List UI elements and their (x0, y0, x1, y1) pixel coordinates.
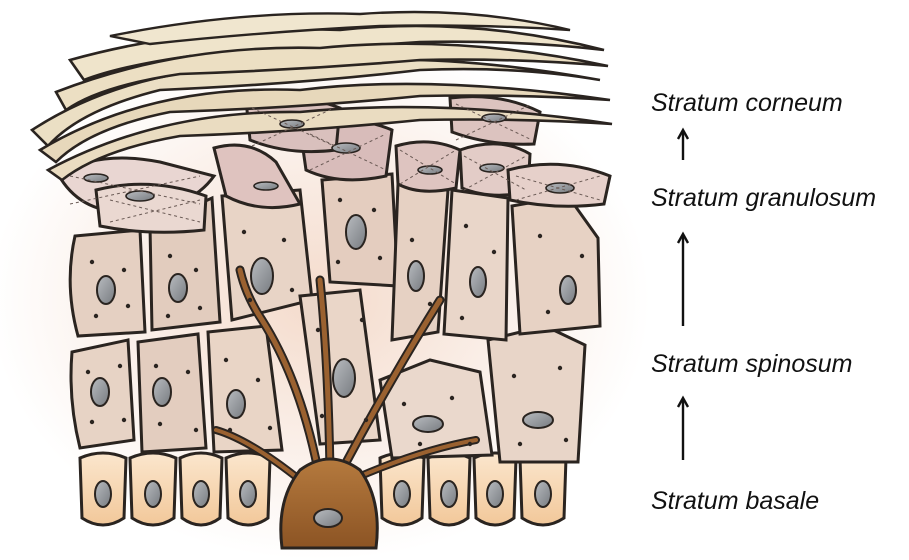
keratohyalin-granule (410, 238, 414, 242)
flattened-nucleus (126, 191, 154, 201)
keratohyalin-granule (194, 268, 198, 272)
basal-cell-nucleus (145, 481, 161, 507)
keratohyalin-granule (460, 316, 464, 320)
keratohyalin-granule (90, 260, 94, 264)
cell-nucleus (153, 378, 171, 406)
label-stratum-basale: Stratum basale (651, 489, 819, 514)
keratohyalin-granule (428, 302, 432, 306)
keratohyalin-granule (372, 208, 376, 212)
keratohyalin-granule (90, 420, 94, 424)
basal-cell-nucleus (487, 481, 503, 507)
keratohyalin-granule (126, 304, 130, 308)
keratohyalin-granule (320, 414, 324, 418)
progression-arrows (678, 130, 688, 460)
cell-nucleus (91, 378, 109, 406)
keratohyalin-granule (558, 366, 562, 370)
keratohyalin-granule (316, 328, 320, 332)
keratohyalin-granule (492, 250, 496, 254)
keratohyalin-granule (86, 370, 90, 374)
keratohyalin-granule (228, 428, 232, 432)
keratohyalin-granule (198, 306, 202, 310)
keratohyalin-granule (290, 288, 294, 292)
label-stratum-corneum: Stratum corneum (651, 91, 843, 116)
keratohyalin-granule (118, 364, 122, 368)
keratohyalin-granule (418, 442, 422, 446)
cell-nucleus (470, 267, 486, 297)
keratohyalin-granule (518, 442, 522, 446)
keratohyalin-granule (538, 234, 542, 238)
keratohyalin-granule (282, 238, 286, 242)
keratohyalin-granule (166, 314, 170, 318)
cell-nucleus (346, 215, 366, 249)
cell-nucleus (333, 359, 355, 397)
label-stratum-granulosum: Stratum granulosum (651, 186, 876, 211)
keratohyalin-granule (564, 438, 568, 442)
arrow-up-icon (678, 234, 688, 326)
keratohyalin-granule (186, 370, 190, 374)
keratohyalin-granule (336, 260, 340, 264)
keratohyalin-granule (168, 254, 172, 258)
spinous-cell (488, 326, 585, 462)
basal-cell-nucleus (193, 481, 209, 507)
keratohyalin-granule (94, 314, 98, 318)
basal-cell-nucleus (535, 481, 551, 507)
label-stratum-spinosum: Stratum spinosum (651, 352, 852, 377)
cell-nucleus (227, 390, 245, 418)
flattened-nucleus (254, 182, 278, 190)
keratohyalin-granule (224, 358, 228, 362)
basal-cell-nucleus (441, 481, 457, 507)
cell-nucleus (169, 274, 187, 302)
arrow-up-icon (678, 130, 688, 160)
cell-nucleus (408, 261, 424, 291)
basal-cell-nucleus (95, 481, 111, 507)
basal-cell-nucleus (394, 481, 410, 507)
melanocyte-nucleus (314, 509, 342, 527)
keratohyalin-granule (154, 364, 158, 368)
keratohyalin-granule (468, 442, 472, 446)
spinous-cell (444, 190, 508, 340)
keratohyalin-granule (450, 396, 454, 400)
basal-cell-nucleus (240, 481, 256, 507)
cell-nucleus (413, 416, 443, 432)
keratohyalin-granule (464, 224, 468, 228)
flattened-nucleus (84, 174, 108, 182)
cell-nucleus (97, 276, 115, 304)
keratohyalin-granule (248, 298, 252, 302)
cell-nucleus (251, 258, 273, 294)
cell-nucleus (560, 276, 576, 304)
keratohyalin-granule (122, 268, 126, 272)
keratohyalin-granule (360, 318, 364, 322)
keratohyalin-granule (122, 418, 126, 422)
spinous-cell (222, 190, 312, 320)
keratohyalin-granule (194, 428, 198, 432)
keratohyalin-granule (364, 418, 368, 422)
arrow-up-icon (678, 398, 688, 460)
keratohyalin-granule (546, 310, 550, 314)
keratohyalin-granule (512, 374, 516, 378)
keratohyalin-granule (338, 198, 342, 202)
granular-cell (96, 184, 206, 232)
keratohyalin-granule (158, 422, 162, 426)
keratohyalin-granule (256, 378, 260, 382)
keratohyalin-granule (242, 230, 246, 234)
keratohyalin-granule (378, 256, 382, 260)
keratohyalin-granule (580, 254, 584, 258)
cell-nucleus (523, 412, 553, 428)
keratohyalin-granule (402, 402, 406, 406)
spinous-cell (138, 334, 206, 452)
keratohyalin-granule (268, 426, 272, 430)
